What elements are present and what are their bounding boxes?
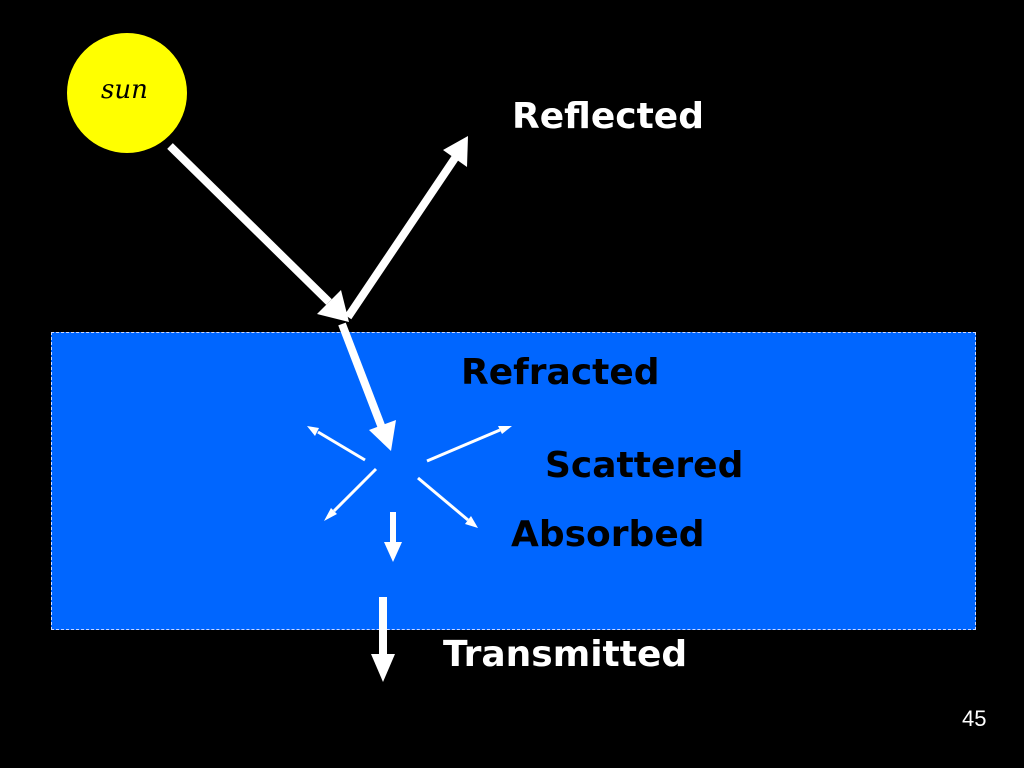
refracted-ray (338, 322, 386, 430)
absorbed-arrow-head (384, 542, 402, 562)
scatter-arrow-lower-left-head (324, 508, 337, 521)
reflected-ray-head (443, 136, 468, 167)
page-number: 45 (962, 706, 987, 731)
reflected-label: Reflected (512, 96, 704, 137)
refracted-ray-head (369, 420, 396, 451)
sun-label: sun (101, 75, 148, 105)
incident-ray-head (317, 290, 349, 322)
reflected-ray (344, 155, 459, 320)
scatter-arrow-lower-right (417, 476, 469, 522)
scatter-arrow-upper-right (426, 428, 501, 463)
scatter-arrow-upper-left-head (307, 426, 319, 436)
sun-circle: sun (67, 33, 187, 153)
water-body (51, 332, 976, 630)
scattered-label: Scattered (545, 445, 744, 486)
transmitted-label: Transmitted (443, 634, 688, 675)
refracted-label: Refracted (461, 352, 660, 393)
scatter-arrow-lower-right-head (465, 516, 478, 528)
incident-ray (167, 143, 332, 305)
transmitted-arrow-head (371, 654, 395, 682)
scatter-arrow-lower-left (332, 467, 378, 513)
scatter-arrow-upper-left (317, 430, 366, 462)
scatter-arrow-upper-right-head (498, 426, 512, 434)
absorbed-label: Absorbed (511, 514, 705, 555)
